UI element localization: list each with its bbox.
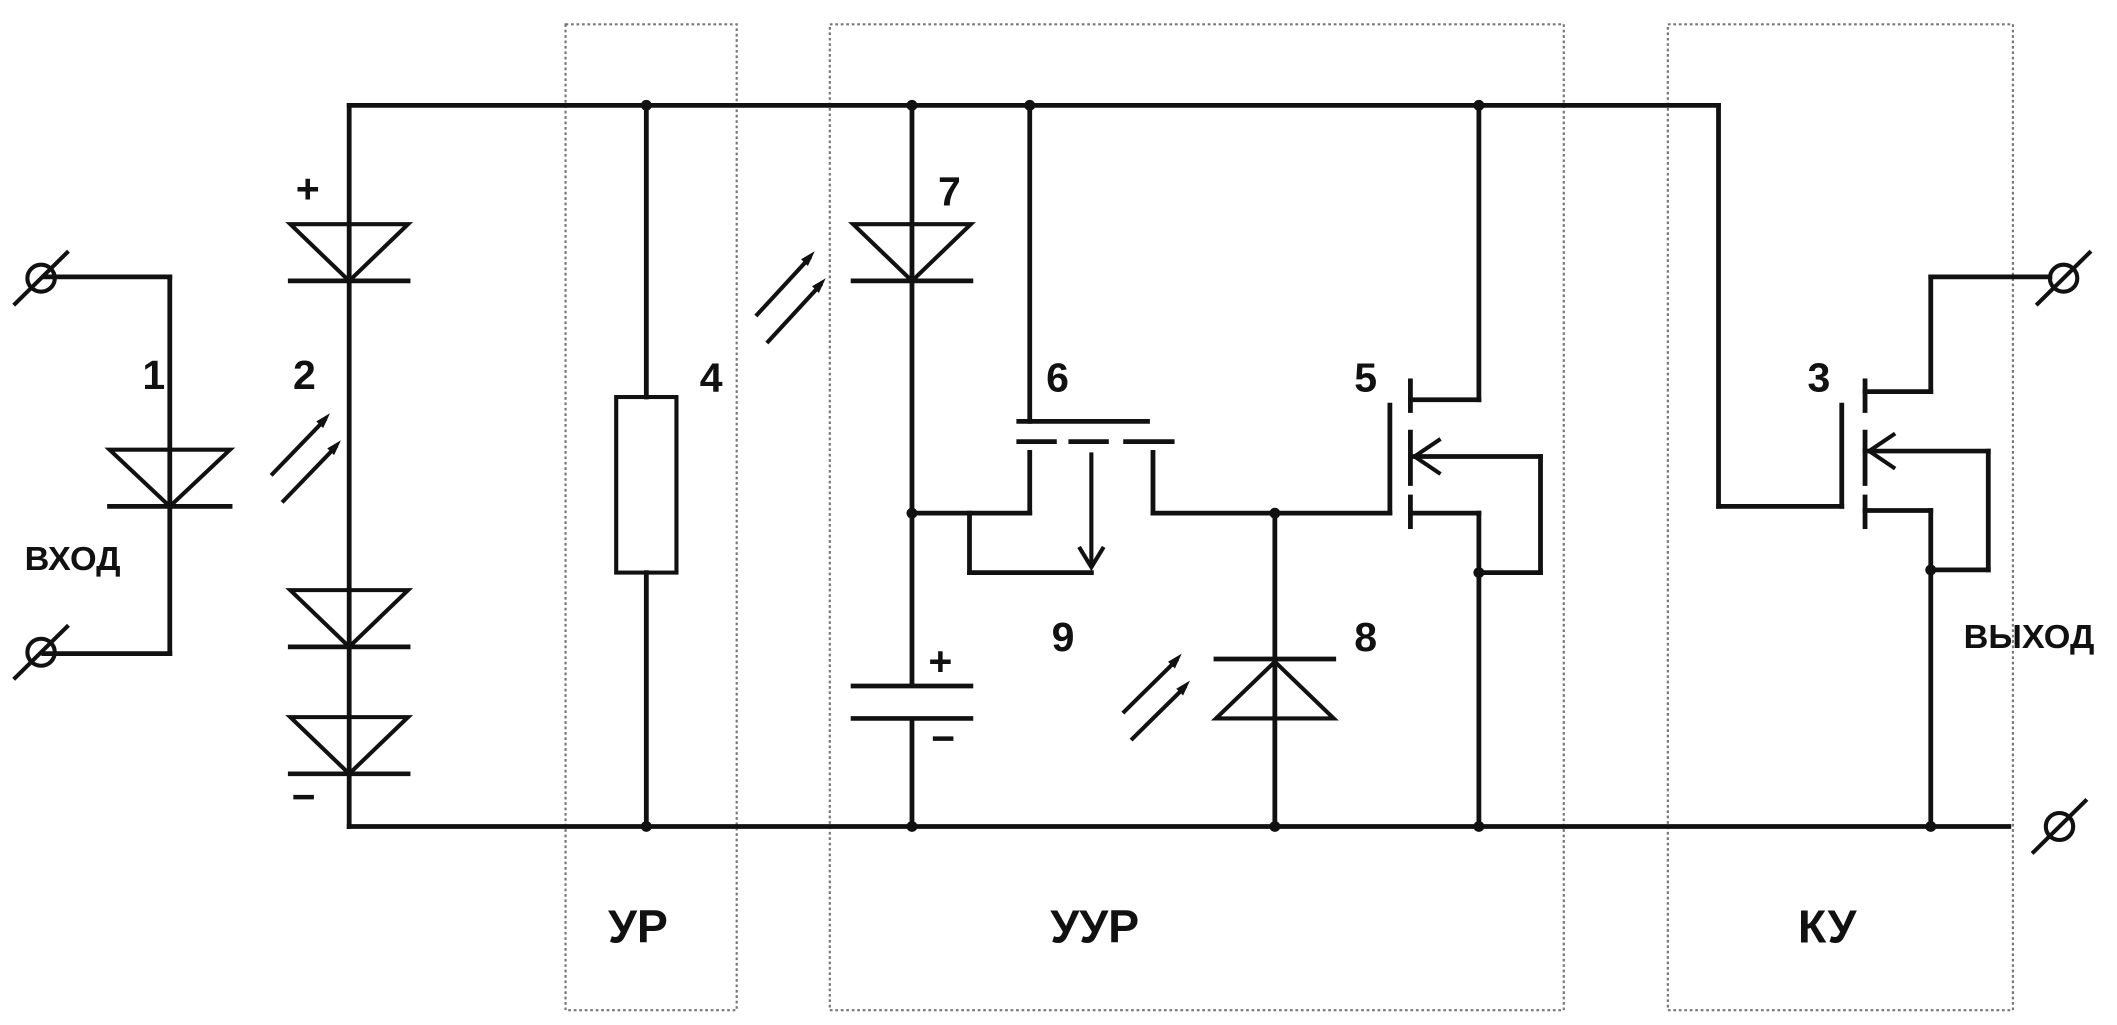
photodiode-stack: [290, 105, 2009, 826]
output-terminal-bottom[interactable]: [2032, 799, 2087, 853]
label-block-ur: УР: [608, 901, 668, 953]
resistor-4: [616, 100, 676, 832]
label-minus-photodiodes: −: [292, 774, 316, 820]
label-component-4: 4: [700, 355, 723, 401]
label-component-9: 9: [1052, 614, 1075, 660]
mosfet-3: [1719, 105, 2050, 832]
label-plus-photodiodes: +: [296, 166, 320, 212]
mosfet-5: [1390, 100, 1541, 832]
label-component-3: 3: [1808, 355, 1831, 401]
label-component-8: 8: [1354, 614, 1377, 660]
block-outlines: [566, 24, 2013, 1010]
capacitor: [853, 686, 971, 718]
relay-contacts-6: [912, 100, 1390, 513]
label-component-5: 5: [1354, 355, 1377, 401]
label-minus-capacitor: −: [931, 715, 955, 761]
photodiode-8: [1216, 508, 1334, 832]
label-output: ВЫХОД: [1964, 618, 2095, 656]
label-component-7: 7: [938, 169, 961, 215]
label-component-1: 1: [142, 352, 165, 398]
label-block-ku: КУ: [1798, 901, 1858, 953]
label-component-2: 2: [293, 352, 316, 398]
input-led: [44, 277, 230, 654]
label-block-uur: УУР: [1050, 901, 1139, 953]
label-input: ВХОД: [25, 540, 121, 578]
block-ur-outline: [566, 24, 737, 1010]
label-component-6: 6: [1046, 355, 1069, 401]
light-arrows-1: [271, 413, 341, 502]
label-plus-capacitor: +: [928, 638, 952, 684]
light-arrows-2: [756, 251, 826, 343]
light-arrows-3: [1123, 654, 1190, 740]
